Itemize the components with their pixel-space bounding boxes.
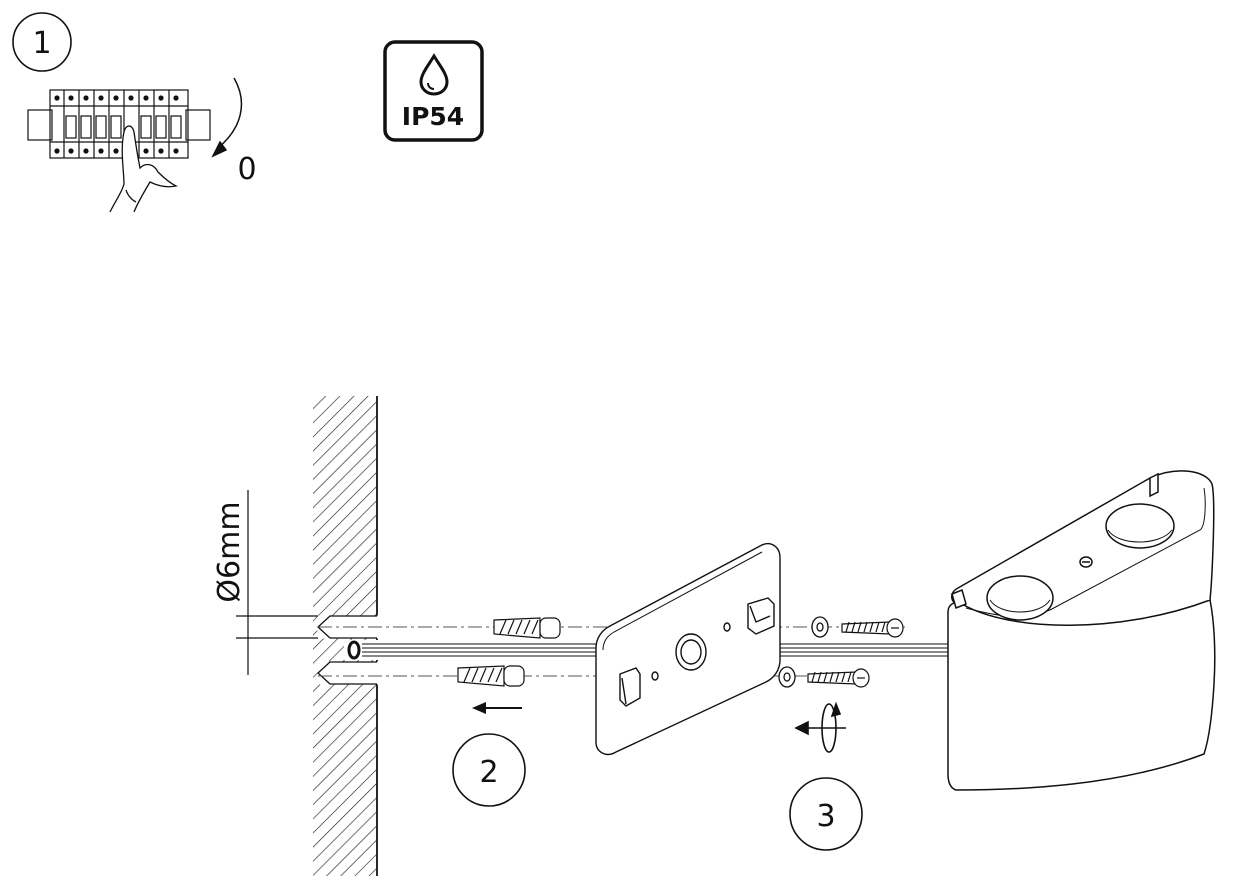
screw-upper — [841, 618, 904, 638]
insert-direction-arrow-icon — [472, 702, 522, 714]
mounting-plate — [595, 542, 781, 756]
switch-off-label: 0 — [237, 152, 256, 187]
washer-lower — [778, 666, 796, 688]
drill-diameter-dimension — [236, 490, 318, 675]
wall-lamp-housing — [947, 470, 1216, 791]
step-2-marker: 2 — [452, 733, 526, 807]
svg-text:1: 1 — [32, 26, 51, 61]
wall-anchor-upper — [493, 617, 561, 639]
wall-section — [313, 396, 379, 876]
step-1-marker: 1 — [12, 12, 72, 72]
screw-lower — [807, 668, 870, 688]
rotate-arrow-icon — [794, 701, 846, 753]
wall-anchor-lower — [457, 665, 525, 687]
ip-rating-badge: IP54 — [383, 40, 484, 142]
water-drop-icon — [419, 53, 449, 96]
svg-text:3: 3 — [816, 799, 835, 834]
switch-off-arrow-icon — [211, 77, 243, 158]
svg-text:2: 2 — [479, 755, 498, 790]
drill-diameter-label: Ø6mm — [212, 501, 247, 602]
circuit-breaker-icon — [27, 89, 211, 159]
ip-rating-label: IP54 — [402, 102, 464, 131]
hand-icon — [109, 125, 178, 213]
step-3-marker: 3 — [789, 777, 863, 851]
washer-upper — [811, 616, 829, 638]
